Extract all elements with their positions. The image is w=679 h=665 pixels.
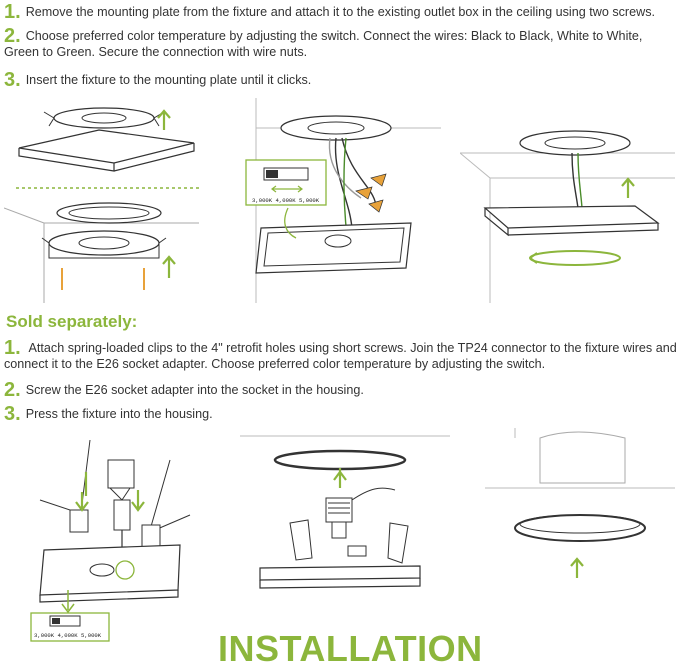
step-2-bottom: 2. Screw the E26 socket adapter into the …: [4, 379, 678, 401]
section-title: Sold separately:: [6, 312, 138, 331]
step-3-top: 3. Insert the fixture to the mounting pla…: [4, 69, 676, 91]
illustration-insert-fixture: [460, 98, 675, 303]
step-text: Remove the mounting plate from the fixtu…: [25, 5, 656, 19]
step-number: 2.: [4, 379, 21, 401]
step-text: Insert the fixture to the mounting plate…: [25, 73, 312, 87]
step-number: 2.: [4, 25, 21, 47]
step-text: Attach spring-loaded clips to the 4" ret…: [4, 341, 677, 371]
step-number: 3.: [4, 69, 21, 91]
switch-label-bottom: 3,000K 4,000K 5,000K: [34, 632, 102, 639]
switch-box-bottom: 3,000K 4,000K 5,000K: [30, 612, 110, 642]
switch-label-top: 3,000K 4,000K 5,000K: [252, 197, 320, 204]
illustration-press-housing: [485, 428, 675, 598]
illustration-remove-plate: [4, 98, 204, 303]
illustration-retrofit-clips: [30, 430, 200, 630]
installation-title: INSTALLATION: [218, 628, 483, 665]
step-1-bottom: 1. Attach spring-loaded clips to the 4" …: [4, 337, 678, 372]
step-text: Choose preferred color temperature by ad…: [4, 29, 643, 59]
step-2-top: 2.Choose preferred color temperature by …: [4, 25, 676, 60]
step-text: Screw the E26 socket adapter into the so…: [25, 383, 364, 397]
step-number: 1.: [4, 1, 21, 23]
step-text: Press the fixture into the housing.: [25, 407, 213, 421]
step-number: 3.: [4, 403, 21, 425]
illustration-wiring: 3,000K 4,000K 5,000K: [226, 98, 441, 303]
step-1-top: 1. Remove the mounting plate from the fix…: [4, 1, 676, 23]
illustration-socket-adapter: [240, 428, 455, 618]
step-3-bottom: 3. Press the fixture into the housing.: [4, 403, 678, 425]
step-number: 1.: [4, 337, 21, 359]
